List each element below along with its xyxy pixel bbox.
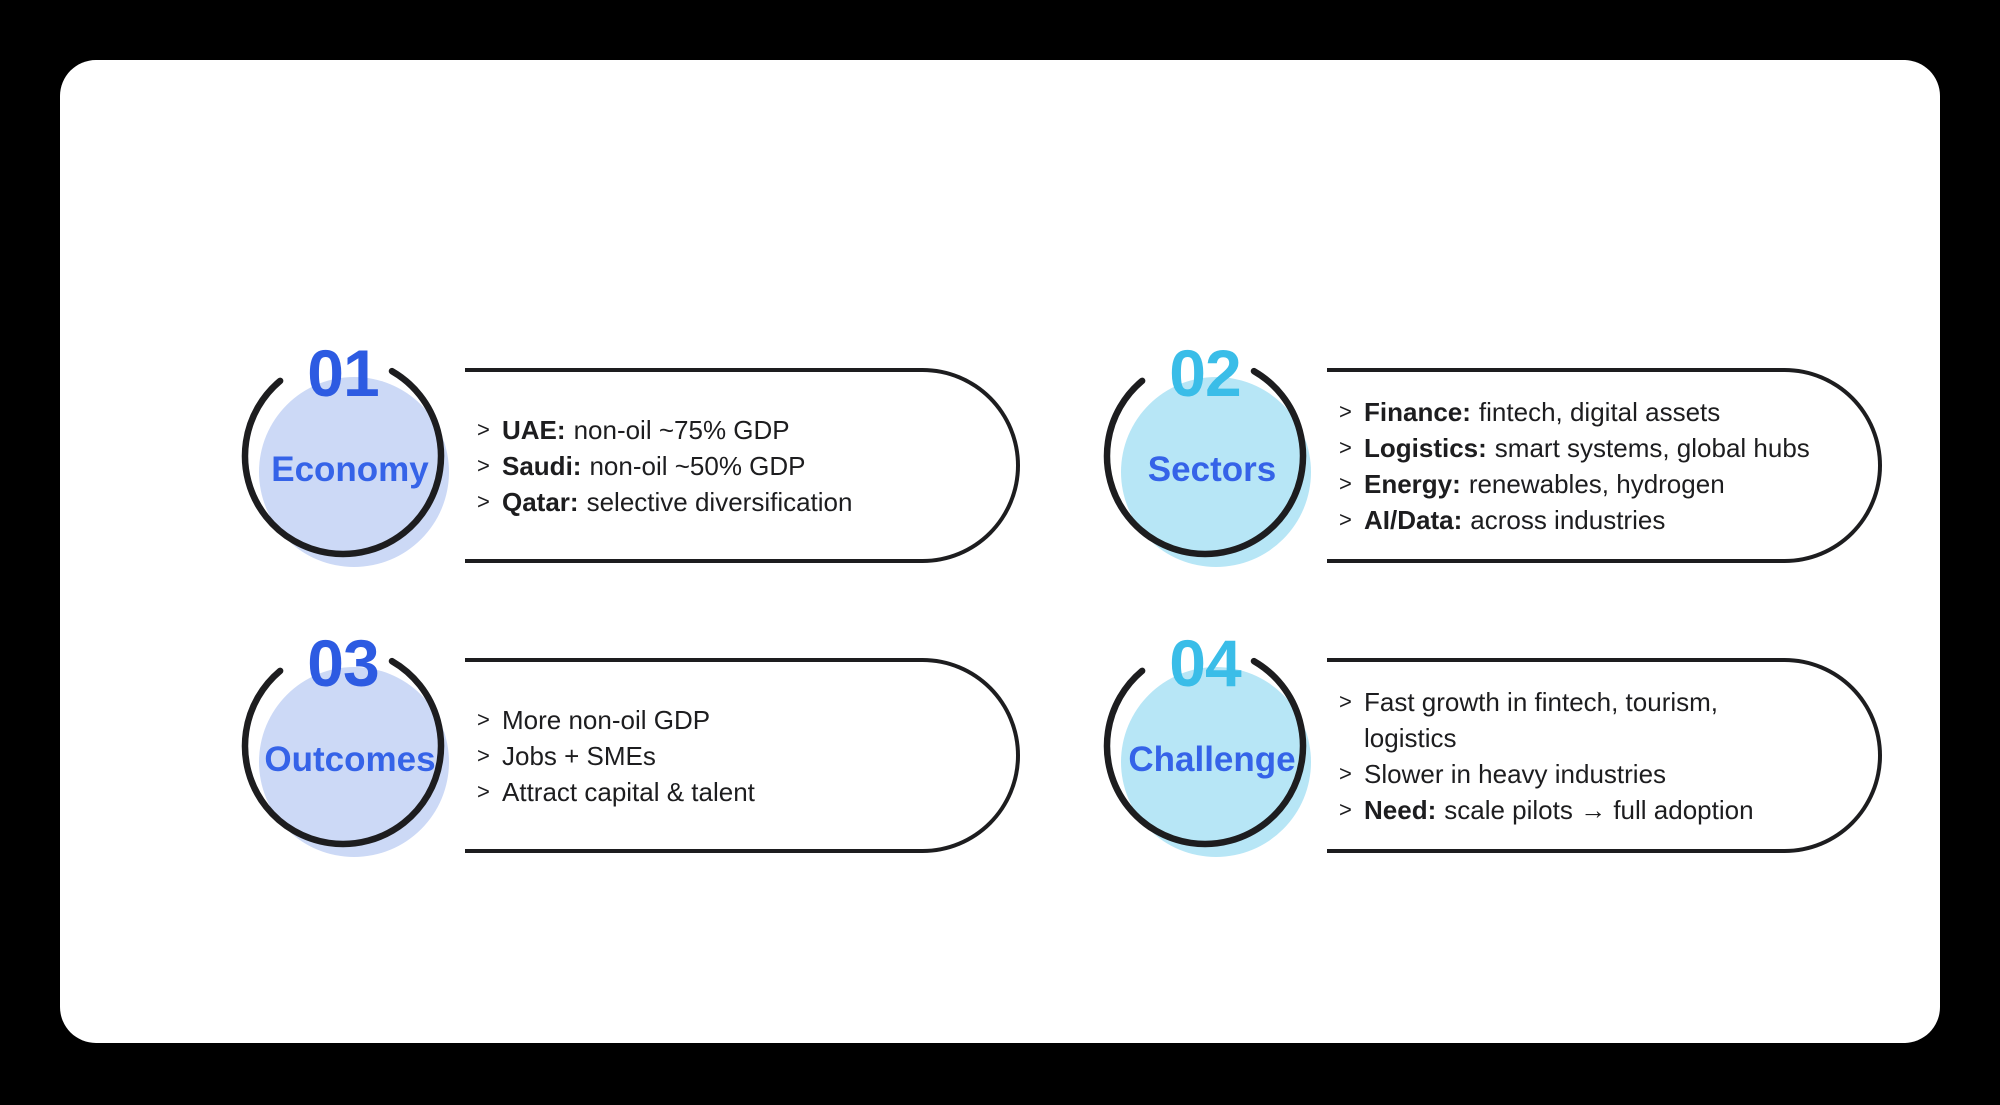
item-detail: Fast growth in fintech, tourism, logisti… [1364,686,1719,753]
card-challenge-body: > Fast growth in fintech, tourism, logis… [1327,662,1878,849]
badge-label-sectors: Sectors [1147,450,1277,489]
item-text: Fast growth in fintech, tourism, logisti… [1364,684,1814,756]
list-item: > Jobs + SMEs [477,738,1016,774]
item-text: Finance:fintech, digital assets [1364,394,1720,430]
item-term: Finance: [1364,396,1471,427]
list-item: > Logistics:smart systems, global hubs [1339,430,1878,466]
list-item: > Attract capital & talent [477,774,1016,810]
badge-label-outcomes: Outcomes [264,740,436,779]
item-detail: selective diversification [586,486,853,517]
item-detail: across industries [1470,504,1666,535]
list-item: > Qatar:selective diversification [477,484,1016,520]
item-term: UAE: [502,414,566,445]
item-term: Qatar: [502,486,579,517]
badge-number-03: 03 [307,626,379,700]
chevron-icon: > [1339,470,1352,496]
badge-sectors: 02 Sectors [1095,340,1315,567]
list-item: > Fast growth in fintech, tourism, logis… [1339,684,1878,756]
chevron-icon: > [477,778,490,804]
item-text: Saudi:non-oil ~50% GDP [502,448,806,484]
badge-label-challenge: Challenge [1128,740,1296,779]
list-item: > AI/Data:across industries [1339,502,1878,538]
slide-panel: 01 Economy 02 Sectors 03 Outcomes 04 Cha… [60,60,1940,1043]
ring-arc-icon [1103,354,1307,558]
item-term: Logistics: [1364,432,1487,463]
chevron-icon: > [477,452,490,478]
chevron-icon: > [1339,760,1352,786]
badge-number-04: 04 [1169,626,1241,700]
badge-number-01: 01 [307,336,379,410]
ring-arc-icon [241,354,445,558]
item-detail: fintech, digital assets [1478,396,1721,427]
item-term: Saudi: [502,450,582,481]
item-text: Need:scale pilots → full adoption [1364,792,1754,828]
item-detail: Attract capital & talent [502,776,755,807]
list-item: > More non-oil GDP [477,702,1016,738]
item-detail: non-oil ~50% GDP [589,450,806,481]
card-economy-body: > UAE:non-oil ~75% GDP > Saudi:non-oil ~… [465,372,1016,559]
ring-arc-icon [241,644,445,848]
item-text: More non-oil GDP [502,702,710,738]
item-text: Logistics:smart systems, global hubs [1364,430,1810,466]
chevron-icon: > [1339,398,1352,424]
item-text: Slower in heavy industries [1364,756,1666,792]
chevron-icon: > [477,742,490,768]
badge-outcomes: 03 Outcomes [233,630,453,857]
item-text: UAE:non-oil ~75% GDP [502,412,790,448]
item-detail: renewables, hydrogen [1468,468,1725,499]
item-text: Energy:renewables, hydrogen [1364,466,1725,502]
card-sectors: > Finance:fintech, digital assets > Logi… [1327,368,1882,563]
item-detail: Jobs + SMEs [502,740,656,771]
badge-number-02: 02 [1169,336,1241,410]
item-detail: non-oil ~75% GDP [573,414,790,445]
ring-arc-icon [1103,644,1307,848]
chevron-icon: > [477,706,490,732]
item-term: Energy: [1364,468,1461,499]
list-item: > Energy:renewables, hydrogen [1339,466,1878,502]
list-item: > Saudi:non-oil ~50% GDP [477,448,1016,484]
card-sectors-body: > Finance:fintech, digital assets > Logi… [1327,372,1878,559]
card-outcomes: > More non-oil GDP > Jobs + SMEs > Attra… [465,658,1020,853]
chevron-icon: > [477,416,490,442]
item-text: AI/Data:across industries [1364,502,1665,538]
chevron-icon: > [477,488,490,514]
item-detail: smart systems, global hubs [1494,432,1810,463]
list-item: > Finance:fintech, digital assets [1339,394,1878,430]
list-item: > UAE:non-oil ~75% GDP [477,412,1016,448]
badge-challenge: 04 Challenge [1095,630,1315,857]
item-term: AI/Data: [1364,504,1463,535]
item-detail: More non-oil GDP [502,704,711,735]
badge-economy: 01 Economy [233,340,453,567]
item-text: Qatar:selective diversification [502,484,852,520]
badge-label-economy: Economy [271,450,429,489]
card-outcomes-body: > More non-oil GDP > Jobs + SMEs > Attra… [465,662,1016,849]
chevron-icon: > [1339,688,1352,714]
list-item: > Slower in heavy industries [1339,756,1878,792]
chevron-icon: > [1339,506,1352,532]
item-term: Need: [1364,794,1437,825]
chevron-icon: > [1339,434,1352,460]
item-detail: Slower in heavy industries [1364,758,1667,789]
card-challenge: > Fast growth in fintech, tourism, logis… [1327,658,1882,853]
item-text: Jobs + SMEs [502,738,656,774]
chevron-icon: > [1339,796,1352,822]
card-economy: > UAE:non-oil ~75% GDP > Saudi:non-oil ~… [465,368,1020,563]
item-detail: scale pilots → full adoption [1444,794,1754,825]
list-item: > Need:scale pilots → full adoption [1339,792,1878,828]
item-text: Attract capital & talent [502,774,755,810]
